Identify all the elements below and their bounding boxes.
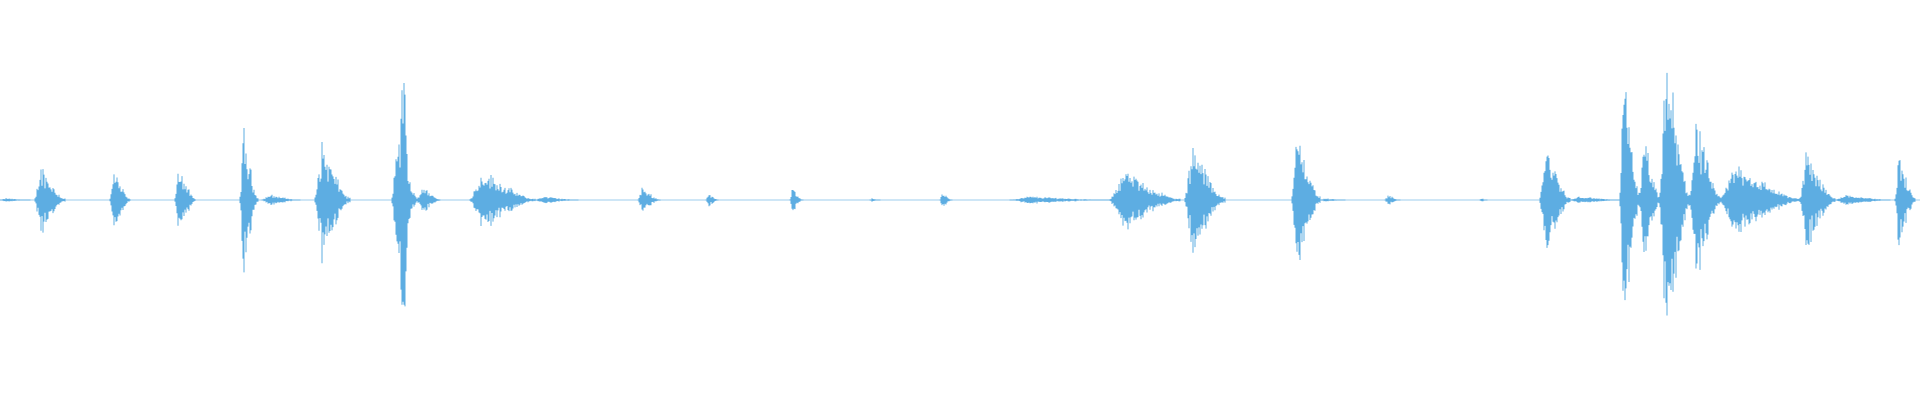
- waveform-segment: [34, 169, 66, 233]
- waveform-segment: [1689, 123, 1721, 270]
- waveform-segment: [174, 173, 196, 226]
- waveform-segment: [1109, 173, 1181, 230]
- waveform-segment: [0, 198, 31, 202]
- waveform-segment: [1619, 92, 1641, 301]
- waveform-segment: [789, 190, 804, 211]
- waveform-segment: [1479, 198, 1488, 202]
- waveform-segment: [1799, 152, 1836, 245]
- waveform-segment: [1659, 72, 1691, 316]
- waveform-segment: [417, 189, 441, 211]
- waveform-segment: [314, 142, 351, 264]
- waveform-segment: [1539, 155, 1571, 248]
- waveform-segment: [1291, 145, 1321, 260]
- waveform-segment: [399, 83, 411, 307]
- waveform-segment: [239, 128, 259, 273]
- waveform-bars: [0, 72, 1916, 316]
- waveform-segment: [1009, 196, 1111, 204]
- waveform-segment: [1569, 196, 1621, 203]
- waveform-segment: [261, 194, 301, 205]
- waveform-segment: [1639, 146, 1661, 252]
- waveform-segment: [939, 194, 953, 206]
- waveform-segment: [1319, 198, 1346, 202]
- waveform-segment: [705, 195, 719, 207]
- waveform-segment: [637, 187, 661, 211]
- waveform-segment: [534, 197, 579, 204]
- waveform-segment: [1184, 148, 1226, 253]
- waveform-segment: [1894, 160, 1916, 246]
- waveform-segment: [469, 175, 536, 226]
- waveform-segment: [1834, 195, 1891, 205]
- waveform-segment: [869, 198, 881, 202]
- waveform-segment: [109, 174, 131, 226]
- waveform-segment: [1384, 195, 1401, 205]
- waveform-segment: [1719, 166, 1801, 232]
